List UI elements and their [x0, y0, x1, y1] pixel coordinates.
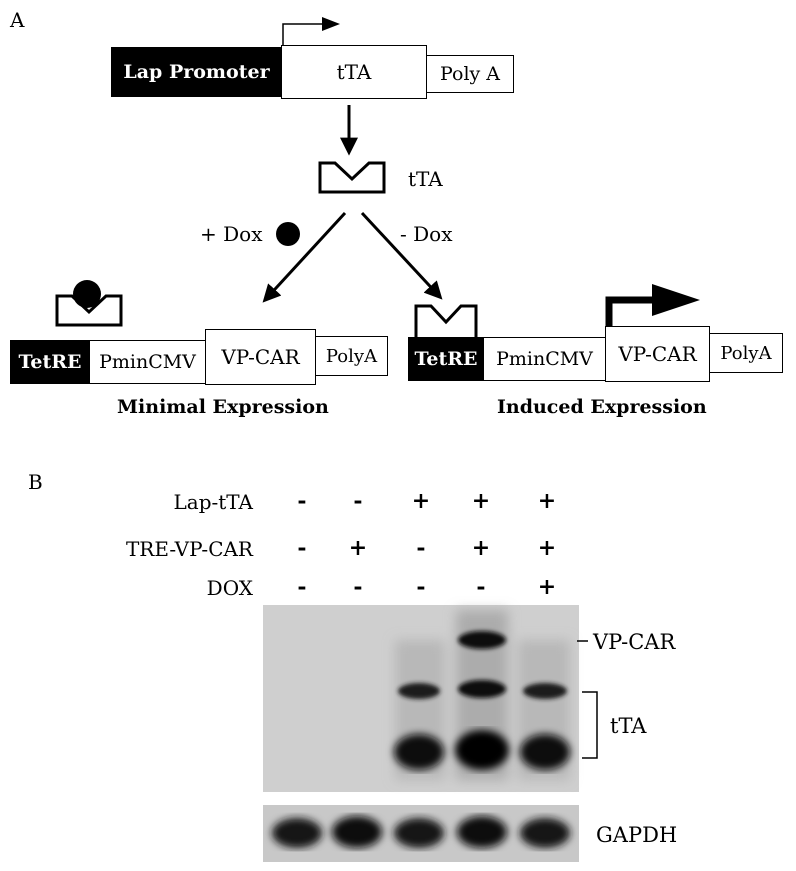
- tetre-box-right: TetRE: [408, 337, 484, 381]
- polya-box-1: Poly A: [426, 55, 514, 93]
- lane-value: -: [353, 488, 363, 514]
- tta-lower-band-lane3: [394, 734, 444, 770]
- lane-value: +: [471, 535, 491, 561]
- vpcar-box-right: VP-CAR: [605, 326, 710, 382]
- transcription-arrowhead-1: [322, 17, 340, 31]
- tta-upper-band-lane4: [458, 680, 506, 698]
- pmincmv-box-left: PminCMV: [89, 340, 206, 384]
- row-label-lap-tta: Lap-tTA: [173, 490, 254, 514]
- tta-lower-band-lane5: [520, 734, 570, 770]
- lane-value: +: [471, 488, 491, 514]
- tetre-box-left: TetRE: [10, 340, 90, 384]
- lane-value: -: [297, 574, 307, 600]
- lane-value: -: [353, 574, 363, 600]
- gapdh-band-lane3: [394, 818, 444, 848]
- panel-a-graphics: [55, 17, 700, 337]
- lane-value: +: [348, 535, 368, 561]
- vpcar-band-label: VP-CAR: [593, 630, 676, 654]
- lane-value: +: [537, 574, 557, 600]
- gapdh-band-label: GAPDH: [596, 823, 678, 847]
- vpcar-box-left: VP-CAR: [205, 329, 316, 385]
- dox-ball-bound: [73, 280, 101, 308]
- arrow-to-induced: [360, 211, 443, 300]
- gapdh-band-lane2: [332, 816, 382, 848]
- tta-lower-band-lane4: [455, 730, 509, 770]
- minimal-expression-caption: Minimal Expression: [117, 396, 329, 418]
- lane-value: -: [416, 535, 426, 561]
- tta-upper-band-lane3: [398, 683, 440, 699]
- lane-value: +: [411, 488, 431, 514]
- lane-value: +: [537, 535, 557, 561]
- dox-ball-legend: [276, 222, 300, 246]
- lane-value: +: [537, 488, 557, 514]
- pmincmv-box-right: PminCMV: [483, 337, 606, 381]
- plus-dox-label: + Dox: [200, 222, 263, 246]
- panel-b-label: B: [28, 470, 43, 494]
- gapdh-band-lane1: [272, 818, 322, 848]
- tta-bound-tetre-shape: [414, 304, 478, 337]
- induced-transcription-arrowhead: [652, 284, 700, 316]
- lane-value: -: [476, 574, 486, 600]
- minus-dox-label: - Dox: [400, 222, 453, 246]
- tta-protein-label: tTA: [408, 167, 443, 191]
- vpcar-band-lane4: [458, 631, 506, 649]
- polya-box-left: PolyA: [315, 336, 388, 376]
- tta-upper-band-lane5: [523, 683, 567, 699]
- row-label-dox: DOX: [206, 576, 253, 600]
- tta-bracket: [582, 691, 598, 759]
- gapdh-band-lane5: [520, 818, 570, 848]
- lane-value: -: [416, 574, 426, 600]
- tta-protein-shape: [318, 161, 386, 194]
- row-label-tre-vp-car: TRE-VP-CAR: [125, 537, 253, 561]
- panel-a-label: A: [10, 8, 25, 32]
- induced-expression-caption: Induced Expression: [497, 396, 707, 418]
- tta-band-label: tTA: [610, 714, 647, 738]
- transcription-start-arrow-1: [282, 23, 330, 45]
- polya-box-right: PolyA: [709, 333, 783, 373]
- lane-value: -: [297, 535, 307, 561]
- lane-value: -: [297, 488, 307, 514]
- arrow-to-minimal: [262, 211, 347, 303]
- induced-transcription-arrow: [605, 296, 660, 326]
- gapdh-band-lane4: [457, 816, 507, 848]
